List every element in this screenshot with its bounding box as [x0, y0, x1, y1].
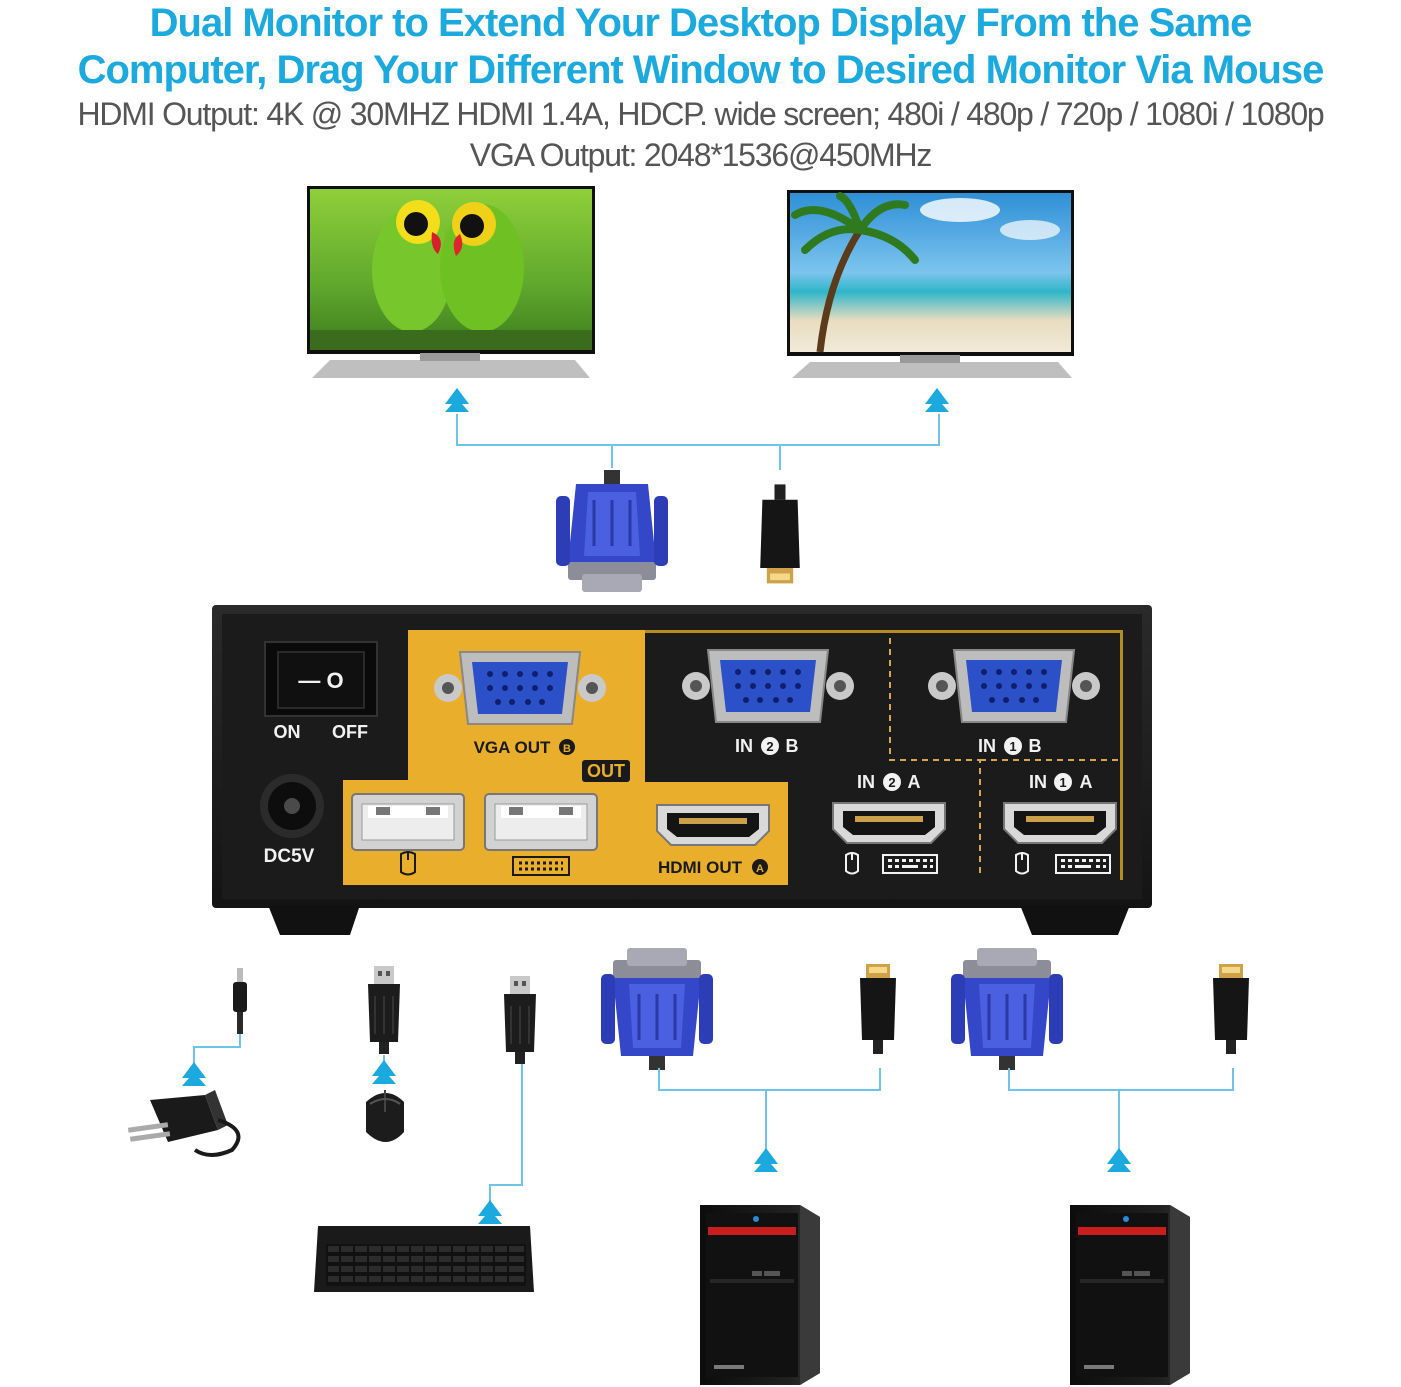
hdmi-out-label-group: HDMI OUT A — [658, 858, 768, 877]
svg-text:A: A — [908, 772, 921, 792]
in1-a-label: IN 1 A — [1029, 772, 1093, 792]
arrow-up-icon — [182, 1062, 206, 1086]
dc5v-label: DC5V — [264, 846, 315, 867]
connector-line — [456, 414, 940, 446]
arrow-up-icon — [478, 1200, 502, 1224]
connector-line — [658, 1068, 881, 1091]
vga-out-label-group: VGA OUT B — [474, 738, 575, 757]
switch-on-label: ON — [274, 722, 301, 742]
arrow-up-icon — [1107, 1148, 1131, 1172]
usb-connector-icon — [503, 975, 537, 1065]
keyboard-icon — [512, 856, 570, 876]
pc-tower-icon — [1070, 1205, 1190, 1385]
arrow-up-icon — [372, 1060, 396, 1084]
svg-text:2: 2 — [766, 739, 773, 754]
connector-line — [1008, 1068, 1234, 1091]
switch-off-label: OFF — [332, 722, 368, 742]
vga-out-badge: B — [563, 743, 571, 755]
headline-line-1: Dual Monitor to Extend Your Desktop Disp… — [149, 1, 1253, 45]
vga-out-label: VGA OUT — [474, 738, 551, 757]
svg-text:1: 1 — [1009, 739, 1016, 754]
pc-tower-icon — [700, 1205, 820, 1385]
svg-text:1: 1 — [1059, 775, 1066, 790]
arrow-up-icon — [754, 1148, 778, 1172]
connector-line — [489, 1064, 523, 1210]
svg-text:IN: IN — [1029, 772, 1047, 792]
monitor-icon — [787, 190, 1074, 378]
hdmi-connector-icon — [760, 484, 800, 584]
power-switch[interactable]: — O — [264, 641, 378, 717]
hdmi-in1-a-port — [1003, 802, 1117, 844]
out-label: OUT — [587, 761, 625, 781]
vga-connector-icon — [554, 468, 670, 594]
headline-line-2: Computer, Drag Your Different Window to … — [77, 48, 1325, 92]
svg-text:IN: IN — [857, 772, 875, 792]
monitor-icon — [307, 186, 595, 378]
connector-line — [193, 1034, 241, 1074]
keyboard-icon — [314, 1226, 534, 1292]
arrow-up-icon — [445, 388, 469, 412]
hdmi-connector-icon — [860, 964, 896, 1054]
usb-keyboard-port — [484, 793, 598, 851]
hdmi-spec-text: HDMI Output: 4K @ 30MHZ HDMI 1.4A, HDCP.… — [77, 96, 1324, 132]
svg-text:2: 2 — [888, 775, 895, 790]
in2-a-label: IN 2 A — [857, 772, 921, 792]
hdmi-out-badge: A — [756, 863, 764, 875]
svg-text:IN: IN — [978, 736, 996, 756]
hdmi-connector-icon — [1213, 964, 1249, 1054]
hdmi-in2-a-port — [832, 802, 946, 844]
mouse-icon — [400, 851, 416, 876]
dc-plug-icon — [233, 968, 247, 1034]
vga-spec-text: VGA Output: 2048*1536@450MHz — [469, 137, 933, 173]
usb-mouse-port — [351, 793, 465, 851]
svg-text:B: B — [786, 736, 799, 756]
svg-text:IN: IN — [735, 736, 753, 756]
switch-symbols: — O — [298, 668, 343, 693]
hdmi-out-port — [656, 804, 770, 846]
vga-connector-icon — [599, 946, 715, 1072]
dc-power-jack — [260, 774, 324, 838]
power-adapter-icon — [127, 1090, 241, 1157]
in2-b-label: IN 2 B — [735, 736, 799, 756]
svg-text:A: A — [1080, 772, 1093, 792]
usb-connector-icon — [367, 965, 401, 1055]
mouse-icon — [366, 1090, 404, 1142]
vga-connector-icon — [949, 946, 1065, 1072]
svg-text:B: B — [1029, 736, 1042, 756]
arrow-up-icon — [925, 388, 949, 412]
hdmi-out-label: HDMI OUT — [658, 858, 743, 877]
in1-b-label: IN 1 B — [978, 736, 1042, 756]
